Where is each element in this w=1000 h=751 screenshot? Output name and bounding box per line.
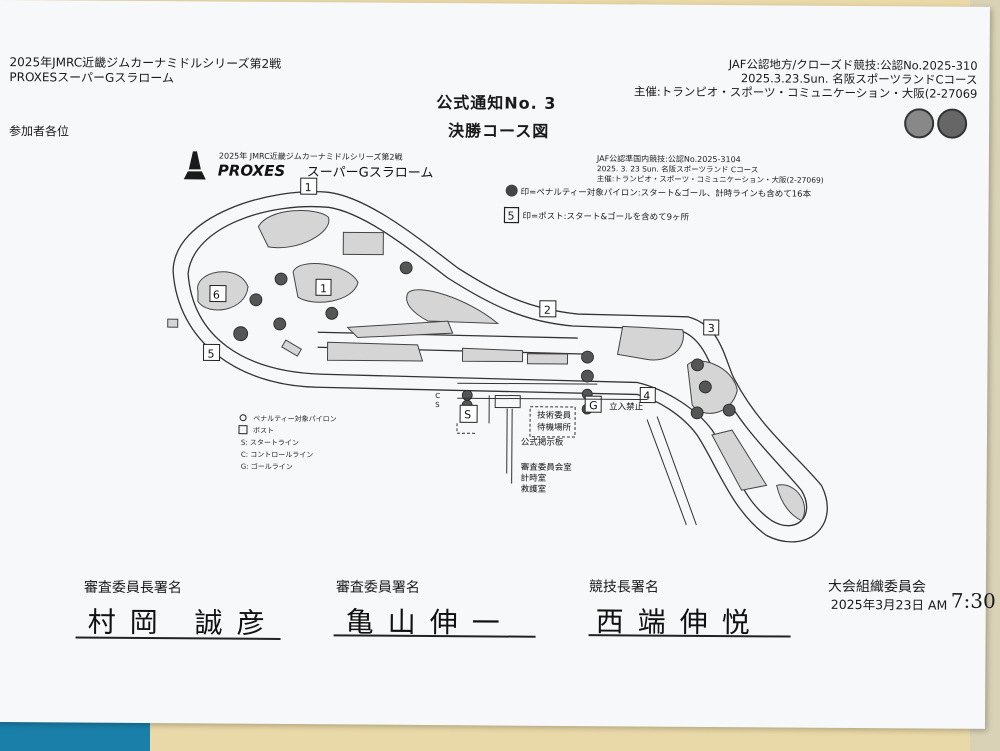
post-start	[459, 404, 478, 423]
committee-time: 7:30	[950, 588, 996, 613]
post-label-1-top: 1	[305, 181, 312, 194]
post-markers	[202, 177, 720, 423]
steward-label: 審査委員署名	[335, 579, 420, 596]
post-label-3: 3	[708, 322, 715, 335]
key-control: C: コントロールライン	[241, 451, 314, 460]
post-label-2: 2	[544, 304, 551, 317]
map-event-small: 2025年 JMRC近畿ジムカーナミドルシリーズ第2戦	[219, 151, 403, 162]
notice-sheet: 2025年JMRC近畿ジムカーナミドルシリーズ第2戦 PROXESスーパーGスラ…	[0, 0, 996, 729]
course-map: 2025年 JMRC近畿ジムカーナミドルシリーズ第2戦 PROXES スーパーG…	[167, 151, 828, 543]
clerk-label: 競技長署名	[588, 579, 659, 596]
post-1	[315, 278, 332, 296]
wait-label: 待機場所	[537, 422, 572, 433]
key-goal: G: ゴールライン	[241, 462, 293, 471]
goal-letter: G	[589, 399, 598, 412]
course-islands	[167, 210, 806, 522]
post-goal	[584, 395, 602, 413]
post-3	[703, 319, 720, 336]
post-label-4: 4	[643, 390, 650, 403]
paddock-lines	[456, 382, 697, 526]
map-key: ペナルティー対象パイロン ポスト S: スタートライン C: コントロールライン…	[238, 414, 337, 471]
key-pylon: ペナルティー対象パイロン	[253, 414, 337, 424]
post-6	[209, 284, 227, 303]
room-label-2: 救護室	[521, 484, 547, 495]
chief-steward-signature: 村岡 誠彦	[87, 605, 279, 640]
map-brand-logo: PROXES	[218, 162, 286, 180]
tech-label: 技術委員	[537, 410, 572, 421]
control-letter: C	[435, 392, 440, 400]
key-start: S: スタートライン	[241, 438, 299, 447]
board-label: 公式掲示板	[521, 437, 564, 448]
no-entry-label: 立入禁止	[609, 401, 644, 412]
post-label-1: 1	[320, 282, 327, 295]
legend-pylon-icon	[505, 184, 518, 197]
course-logo-icon	[183, 151, 206, 180]
post-label-6: 6	[213, 288, 220, 301]
chief-steward-label: 審査委員長署名	[83, 579, 182, 597]
legend-post-text: 印=ポスト:スタート&ゴールを含めて9ヶ所	[522, 211, 689, 223]
svg-text:5: 5	[507, 210, 514, 223]
post-5	[202, 343, 221, 362]
legend-post-icon	[503, 206, 520, 224]
legend-pylon-text: 印=ペナルティー対象パイロン:スタート&ゴール、計時ラインも含めて16本	[521, 187, 812, 200]
key-post: ポスト	[253, 427, 274, 435]
post-4	[639, 386, 656, 404]
room-label-0: 審査委員会室	[521, 462, 573, 473]
post-label-5: 5	[207, 347, 214, 360]
map-organizer: 主催:トランピオ・スポーツ・コミュニケーション・大阪(2-27069)	[597, 173, 824, 185]
room-label-1: 計時室	[521, 473, 547, 484]
committee-date: 2025年3月23日 AM	[830, 596, 948, 613]
post-1-top	[300, 177, 318, 195]
start-letter: S	[464, 408, 471, 421]
start-small-letter: S	[435, 401, 440, 409]
post-2	[539, 300, 557, 318]
map-event-name: スーパーGスラローム	[307, 165, 434, 181]
map-date-venue: 2025. 3. 23 Sun. 名阪スポーツランド Cコース	[597, 163, 759, 174]
map-sanction: JAF公認準国内競技:公認No.2025-3104	[596, 153, 741, 164]
